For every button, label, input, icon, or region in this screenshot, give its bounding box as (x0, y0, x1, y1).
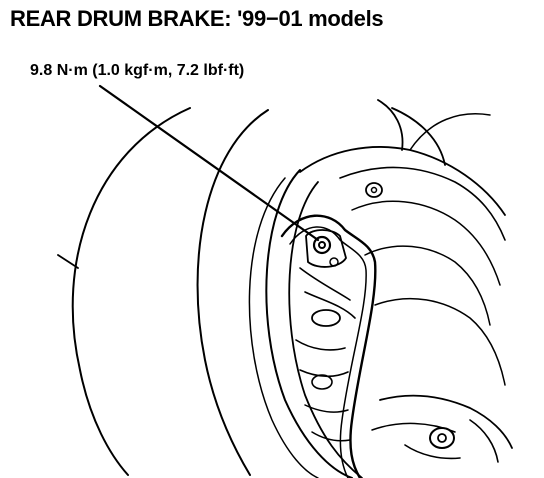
knuckle-top-edge (409, 113, 491, 151)
backing-plate-detail-1 (299, 267, 356, 319)
drum-rim-inner (288, 181, 363, 478)
bracket-plate (305, 229, 347, 268)
knuckle-contour-1 (299, 146, 506, 216)
tire-outer-arc (71, 107, 191, 476)
adjuster-assembly (311, 374, 333, 390)
tire-inner-arc (196, 109, 269, 476)
brake-hose (280, 214, 377, 478)
lower-arm-bushing (429, 427, 455, 449)
backing-plate-detail-2 (295, 339, 349, 378)
lower-arm-body (379, 394, 513, 449)
knuckle-nut (365, 182, 383, 198)
backing-plate-detail-3 (304, 404, 351, 442)
callout-leader-line (98, 84, 320, 242)
drum-rim-ring (248, 177, 319, 478)
lower-arm-bolt (404, 419, 499, 463)
bracket-washer (329, 257, 339, 267)
diagram-title: REAR DRUM BRAKE: '99−01 models (10, 6, 384, 31)
knuckle-contour-3 (351, 200, 501, 286)
knuckle-nut-center (370, 186, 378, 194)
wheel-cylinder (311, 309, 341, 327)
drum-rim-outer (265, 169, 353, 478)
lower-arm-bushing-center (437, 433, 447, 443)
bracket-bolt-center (318, 241, 326, 249)
bracket-bolt-head (312, 235, 332, 255)
knuckle-contour-5 (374, 297, 506, 386)
knuckle-contour-2 (339, 166, 506, 241)
tire-sidewall-mark (57, 254, 79, 269)
knuckle-contour-4 (364, 245, 491, 326)
knuckle-upper-arm (377, 99, 446, 166)
torque-spec-callout: 9.8 N·m (1.0 kgf·m, 7.2 lbf·ft) (30, 62, 245, 79)
